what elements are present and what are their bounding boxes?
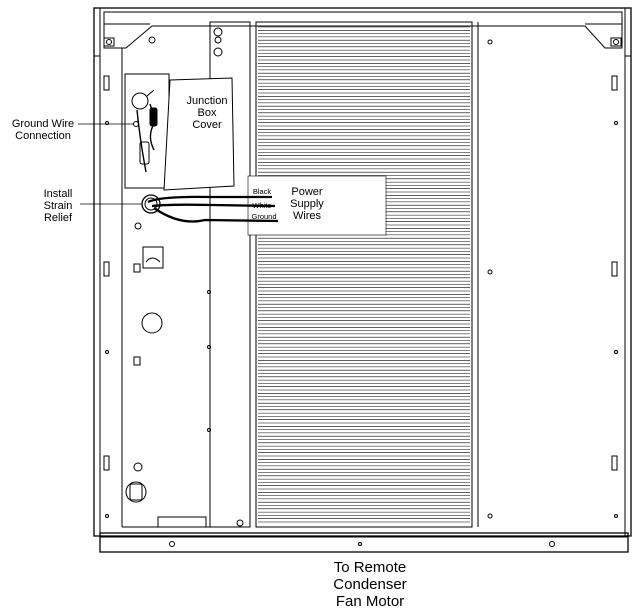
power-supply-label: Power Supply Wires xyxy=(290,186,324,222)
junction-box-cover xyxy=(163,77,235,191)
cabinet xyxy=(93,7,632,537)
wire-ground-label: Ground xyxy=(251,212,276,221)
power-wires xyxy=(147,195,279,223)
remote-condenser-line-3: Fan Motor xyxy=(336,593,404,610)
ground-wire-line-1: Ground Wire xyxy=(12,118,74,130)
power-supply-line-2: Supply xyxy=(290,198,324,210)
strain-relief-line-2: Strain xyxy=(44,200,73,212)
leader-lines xyxy=(78,123,142,205)
cover-label-line-3: Cover xyxy=(192,119,222,131)
ground-wire-line-2: Connection xyxy=(15,130,71,142)
wire-color-labels: Black White Ground xyxy=(251,187,276,221)
divider-panel xyxy=(209,21,493,528)
base-rail xyxy=(99,532,629,553)
ground-wire-label: Ground Wire Connection xyxy=(12,118,74,142)
cover-label-line-1: Junction xyxy=(187,95,228,107)
wire-white-label: White xyxy=(252,201,271,210)
power-supply-line-3: Wires xyxy=(293,210,322,222)
strain-relief-line-1: Install xyxy=(44,188,73,200)
remote-condenser-label: To Remote Condenser Fan Motor xyxy=(333,559,406,610)
strain-relief-label: Install Strain Relief xyxy=(44,188,73,224)
wire-black-label: Black xyxy=(253,187,272,196)
remote-condenser-line-2: Condenser xyxy=(333,576,406,593)
strain-relief-line-3: Relief xyxy=(44,212,73,224)
cover-label-line-2: Box xyxy=(198,107,217,119)
condenser-coil xyxy=(255,21,473,528)
junction-box-cover-label: Junction Box Cover xyxy=(187,95,228,131)
remote-condenser-line-1: To Remote xyxy=(334,559,407,576)
power-supply-line-1: Power xyxy=(291,186,323,198)
